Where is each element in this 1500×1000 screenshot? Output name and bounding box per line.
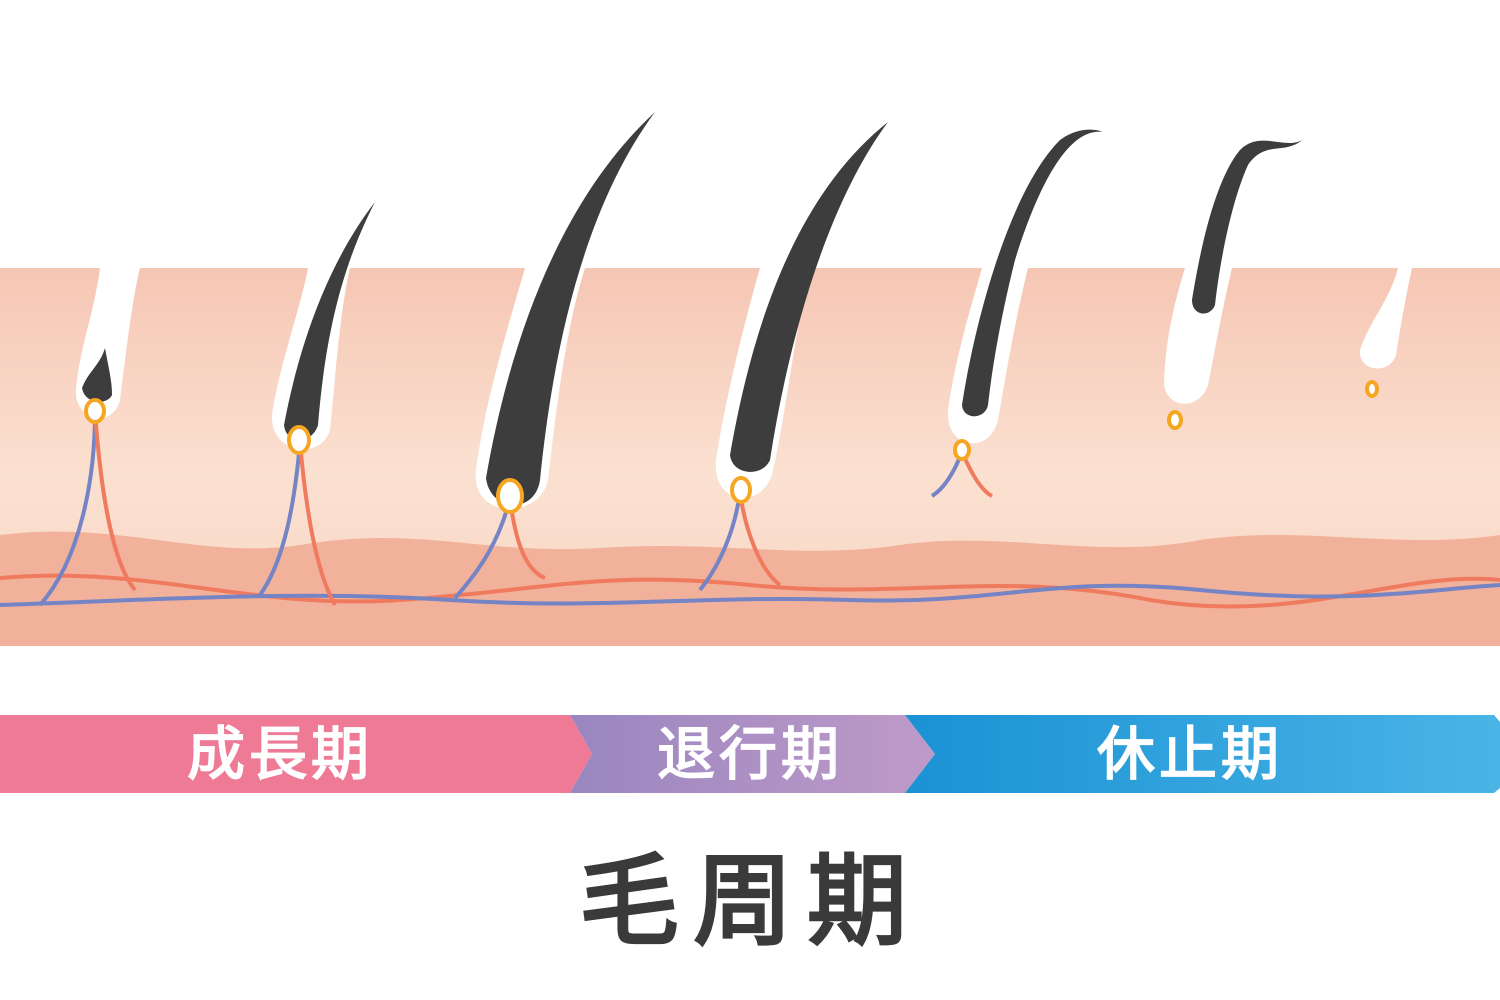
diagram-title: 毛周期 (579, 843, 921, 960)
phase-label-catagen: 退行期 (656, 720, 843, 788)
blood-vessels (0, 411, 1500, 609)
hair-strands (82, 112, 1302, 505)
dermal-papillae (84, 380, 1379, 514)
phase-label-anagen: 成長期 (186, 720, 373, 788)
phase-arrow-bar (0, 715, 1500, 793)
phase-label-telogen: 休止期 (1096, 720, 1283, 788)
